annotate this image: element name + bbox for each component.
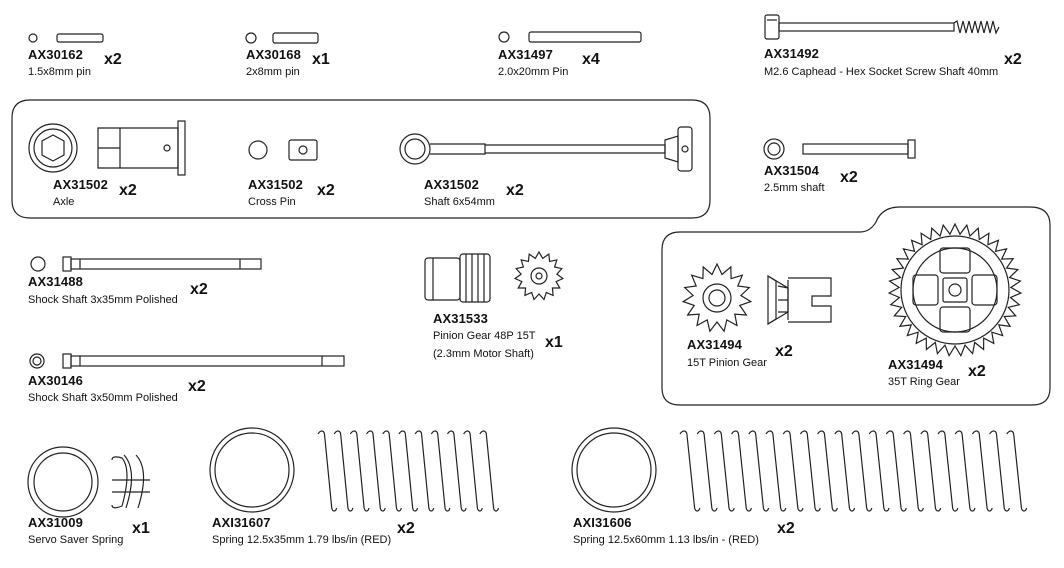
- part-quantity: x1: [312, 51, 330, 68]
- shaft-2-5mm: [763, 138, 916, 160]
- part-number: AX31497: [498, 47, 553, 62]
- group-frame-axle: [11, 99, 711, 219]
- 15t-pinion-gear: [681, 262, 753, 333]
- cross-pin: [248, 139, 318, 161]
- part-description: 1.5x8mm pin: [28, 66, 91, 78]
- part-quantity: x2: [775, 343, 793, 360]
- caphead-screw: [764, 14, 1000, 40]
- part-quantity: x1: [545, 334, 563, 351]
- part-description-line2: (2.3mm Motor Shaft): [433, 348, 534, 360]
- part-number: AX31504: [764, 163, 819, 178]
- pinion-gear-face: [513, 250, 565, 301]
- part-quantity: x2: [119, 182, 137, 199]
- part-number: AX31494: [687, 337, 742, 352]
- pin-2x8mm: [245, 32, 319, 44]
- part-quantity: x2: [840, 169, 858, 186]
- part-description: Shock Shaft 3x35mm Polished: [28, 294, 178, 306]
- part-number: AX31502: [248, 177, 303, 192]
- part-number: AX30168: [246, 47, 301, 62]
- part-description: Cross Pin: [248, 196, 296, 208]
- part-description: Shaft 6x54mm: [424, 196, 495, 208]
- group-frame-gears: [661, 206, 1051, 406]
- part-number: AX30162: [28, 47, 83, 62]
- part-description: M2.6 Caphead - Hex Socket Screw Shaft 40…: [764, 66, 999, 78]
- part-quantity: x2: [1004, 51, 1022, 68]
- drive-shaft: [399, 126, 693, 172]
- part-number: AX30146: [28, 373, 83, 388]
- part-quantity: x2: [777, 520, 795, 537]
- shock-shaft-50mm: [29, 353, 345, 369]
- part-description: Pinion Gear 48P 15T: [433, 330, 536, 342]
- part-description: 2.5mm shaft: [764, 182, 825, 194]
- part-description: 35T Ring Gear: [888, 376, 960, 388]
- part-description: Servo Saver Spring: [28, 534, 124, 546]
- part-quantity: x4: [582, 51, 600, 68]
- part-description: Axle: [53, 196, 75, 208]
- pinion-gear-48p: [424, 253, 491, 303]
- part-quantity: x2: [104, 51, 122, 68]
- part-description: 2x8mm pin: [246, 66, 300, 78]
- spring-35mm-coil: [317, 430, 500, 512]
- axle: [28, 120, 186, 176]
- spring-60mm-coil: [679, 430, 1028, 512]
- part-number: AX31009: [28, 515, 83, 530]
- spring-60mm-end: [571, 427, 657, 513]
- part-quantity: x2: [397, 520, 415, 537]
- part-number: AX31494: [888, 357, 943, 372]
- part-number: AX31488: [28, 274, 83, 289]
- part-quantity: x2: [317, 182, 335, 199]
- part-number: AX31533: [433, 311, 488, 326]
- part-quantity: x2: [968, 363, 986, 380]
- part-quantity: x1: [132, 520, 150, 537]
- part-description: 15T Pinion Gear: [687, 357, 767, 369]
- part-description: Spring 12.5x60mm 1.13 lbs/in - (RED): [573, 534, 759, 546]
- part-description: 2.0x20mm Pin: [498, 66, 569, 78]
- pin-1-5x8mm: [28, 33, 104, 43]
- part-quantity: x2: [506, 182, 524, 199]
- part-number: AX31502: [424, 177, 479, 192]
- part-number: AXI31607: [212, 515, 271, 530]
- 35t-ring-gear: [887, 222, 1023, 358]
- part-description: Shock Shaft 3x50mm Polished: [28, 392, 178, 404]
- part-quantity: x2: [190, 281, 208, 298]
- servo-saver-spring: [27, 446, 150, 518]
- part-number: AX31502: [53, 177, 108, 192]
- part-number: AXI31606: [573, 515, 632, 530]
- spring-35mm-end: [209, 427, 295, 513]
- part-number: AX31492: [764, 46, 819, 61]
- part-description: Spring 12.5x35mm 1.79 lbs/in (RED): [212, 534, 392, 546]
- shock-shaft-35mm: [30, 256, 262, 272]
- part-quantity: x2: [188, 378, 206, 395]
- pin-2x20mm: [498, 31, 642, 43]
- bevel-pinion: [767, 274, 832, 326]
